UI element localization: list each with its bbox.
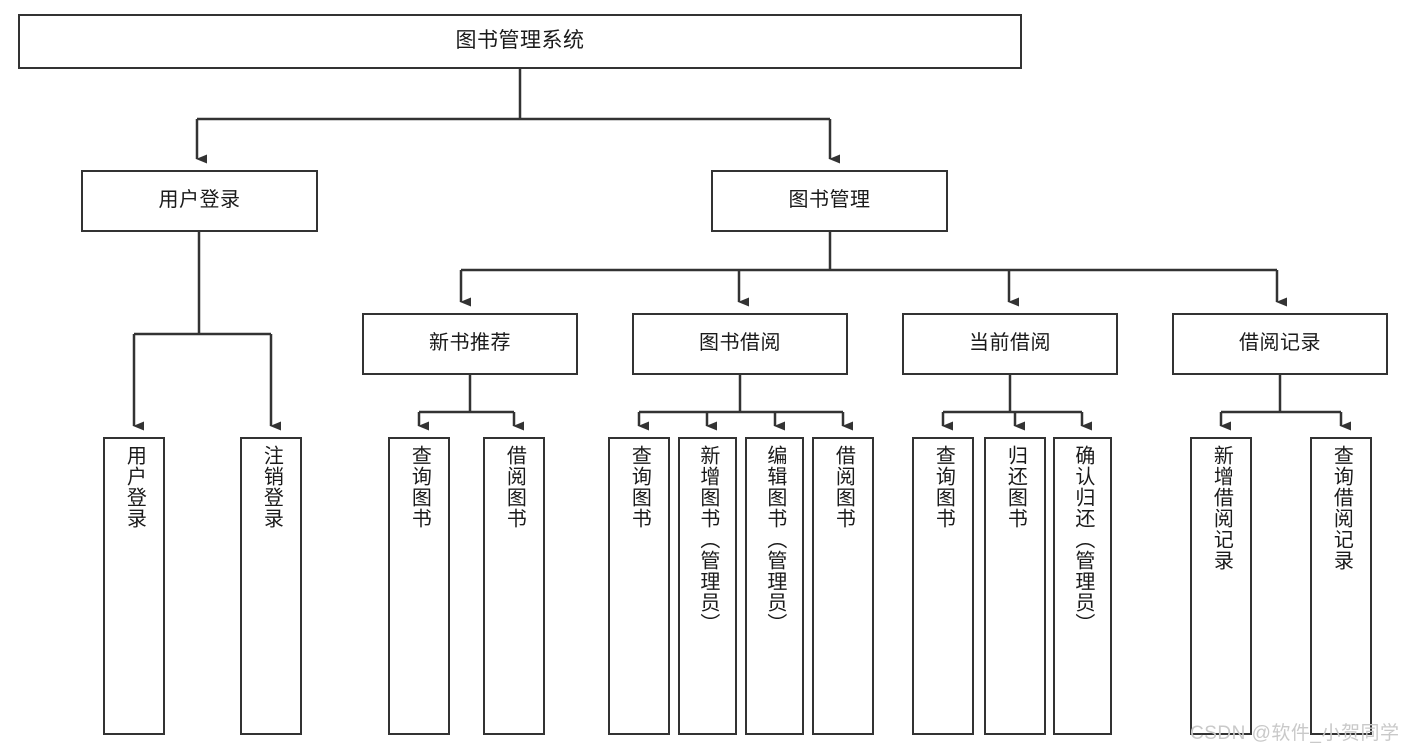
node-borrow-record-label: 借阅记录	[1239, 332, 1321, 355]
node-book-manage-label: 图书管理	[788, 189, 871, 212]
node-borrow-record[interactable]: 借阅记录	[1172, 313, 1388, 375]
node-leaf-query-book-current[interactable]: 查询图书	[912, 437, 974, 735]
node-current-borrow-label: 当前借阅	[969, 332, 1051, 355]
node-leaf-query-book-rec-label: 查询图书	[408, 445, 431, 529]
node-new-book-rec-label: 新书推荐	[429, 332, 511, 355]
node-leaf-confirm-return-admin-label: 确认归还（管理员）	[1071, 445, 1094, 634]
node-leaf-query-book-borrow-label: 查询图书	[628, 445, 651, 529]
node-leaf-query-borrow-record-label: 查询借阅记录	[1330, 445, 1353, 571]
node-leaf-query-book-rec[interactable]: 查询图书	[388, 437, 450, 735]
node-book-manage[interactable]: 图书管理	[711, 170, 948, 232]
node-root-system-label: 图书管理系统	[455, 29, 585, 53]
node-leaf-edit-book-admin-label: 编辑图书（管理员）	[763, 445, 786, 634]
node-current-borrow[interactable]: 当前借阅	[902, 313, 1118, 375]
node-leaf-add-book-admin[interactable]: 新增图书（管理员）	[678, 437, 737, 735]
node-leaf-borrow-book[interactable]: 借阅图书	[812, 437, 874, 735]
node-leaf-borrow-book-rec[interactable]: 借阅图书	[483, 437, 545, 735]
node-leaf-query-book-current-label: 查询图书	[932, 445, 955, 529]
node-leaf-borrow-book-label: 借阅图书	[832, 445, 855, 529]
node-leaf-user-logout[interactable]: 注销登录	[240, 437, 302, 735]
node-book-borrow[interactable]: 图书借阅	[632, 313, 848, 375]
node-book-borrow-label: 图书借阅	[699, 332, 781, 355]
watermark-text: CSDN @软件_小贺同学	[1190, 723, 1400, 744]
node-user-login[interactable]: 用户登录	[81, 170, 318, 232]
node-leaf-user-login-label: 用户登录	[123, 445, 146, 529]
node-leaf-user-login[interactable]: 用户登录	[103, 437, 165, 735]
node-root-system[interactable]: 图书管理系统	[18, 14, 1022, 69]
node-user-login-label: 用户登录	[158, 189, 241, 212]
node-leaf-return-book[interactable]: 归还图书	[984, 437, 1046, 735]
node-leaf-add-borrow-record[interactable]: 新增借阅记录	[1190, 437, 1252, 735]
node-leaf-query-borrow-record[interactable]: 查询借阅记录	[1310, 437, 1372, 735]
node-leaf-confirm-return-admin[interactable]: 确认归还（管理员）	[1053, 437, 1112, 735]
node-leaf-user-logout-label: 注销登录	[260, 445, 283, 529]
node-new-book-rec[interactable]: 新书推荐	[362, 313, 578, 375]
node-leaf-borrow-book-rec-label: 借阅图书	[503, 445, 526, 529]
node-leaf-add-borrow-record-label: 新增借阅记录	[1210, 445, 1233, 571]
node-leaf-edit-book-admin[interactable]: 编辑图书（管理员）	[745, 437, 804, 735]
node-leaf-add-book-admin-label: 新增图书（管理员）	[696, 445, 719, 634]
node-leaf-return-book-label: 归还图书	[1004, 445, 1027, 529]
node-leaf-query-book-borrow[interactable]: 查询图书	[608, 437, 670, 735]
